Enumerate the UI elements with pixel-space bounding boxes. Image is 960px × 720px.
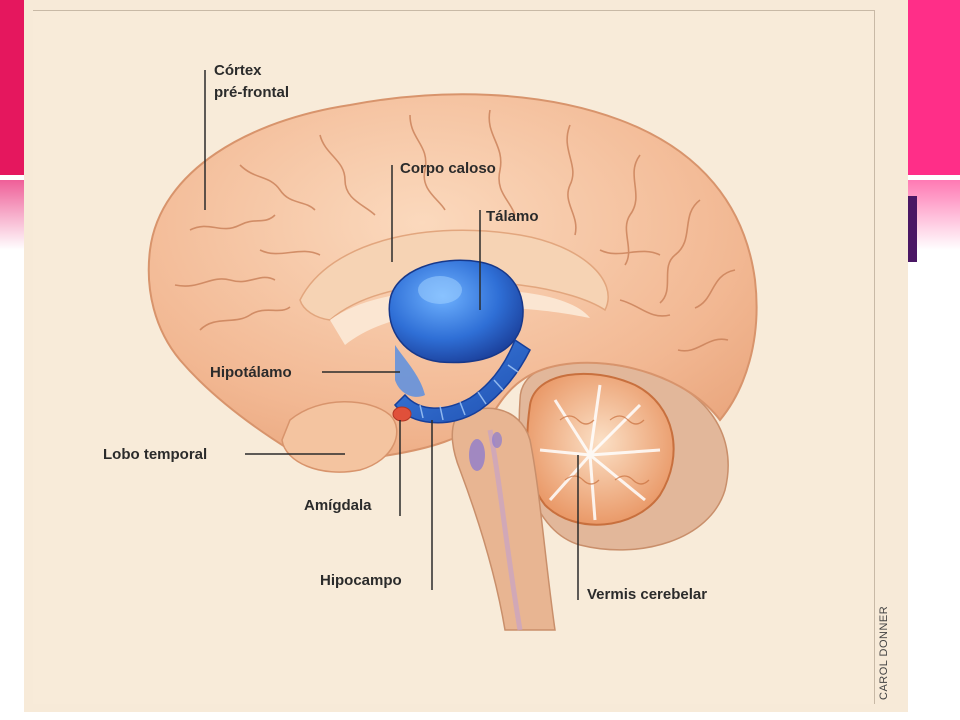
label-amigdala: Amígdala (304, 497, 372, 514)
slide-accent-right (908, 0, 960, 175)
label-vermis-cerebelar: Vermis cerebelar (587, 586, 708, 603)
cortical-sulci (174, 109, 736, 352)
thalamus (388, 259, 524, 364)
label-cortex-line1: Córtex (214, 62, 262, 79)
brainstem (451, 407, 556, 631)
cerebellum (518, 361, 729, 551)
label-hipotalamo: Hipotálamo (210, 364, 292, 381)
slide-accent-left-fade (0, 180, 24, 250)
illustrator-credit: CAROL DONNER (878, 605, 890, 700)
label-talamo: Tálamo (486, 208, 539, 225)
hypothalamus (395, 345, 425, 397)
label-corpo-caloso: Corpo caloso (400, 160, 496, 177)
label-lobo-temporal: Lobo temporal (103, 446, 208, 463)
panel-border-top (33, 10, 875, 11)
label-cortex-line2: pré-frontal (214, 84, 289, 101)
amygdala (392, 406, 412, 422)
slide-accent-left (0, 0, 24, 175)
label-leaders (204, 70, 579, 600)
panel-border-right (874, 10, 875, 704)
slide-accent-bar (908, 196, 917, 262)
label-hipocampo: Hipocampo (320, 572, 402, 589)
